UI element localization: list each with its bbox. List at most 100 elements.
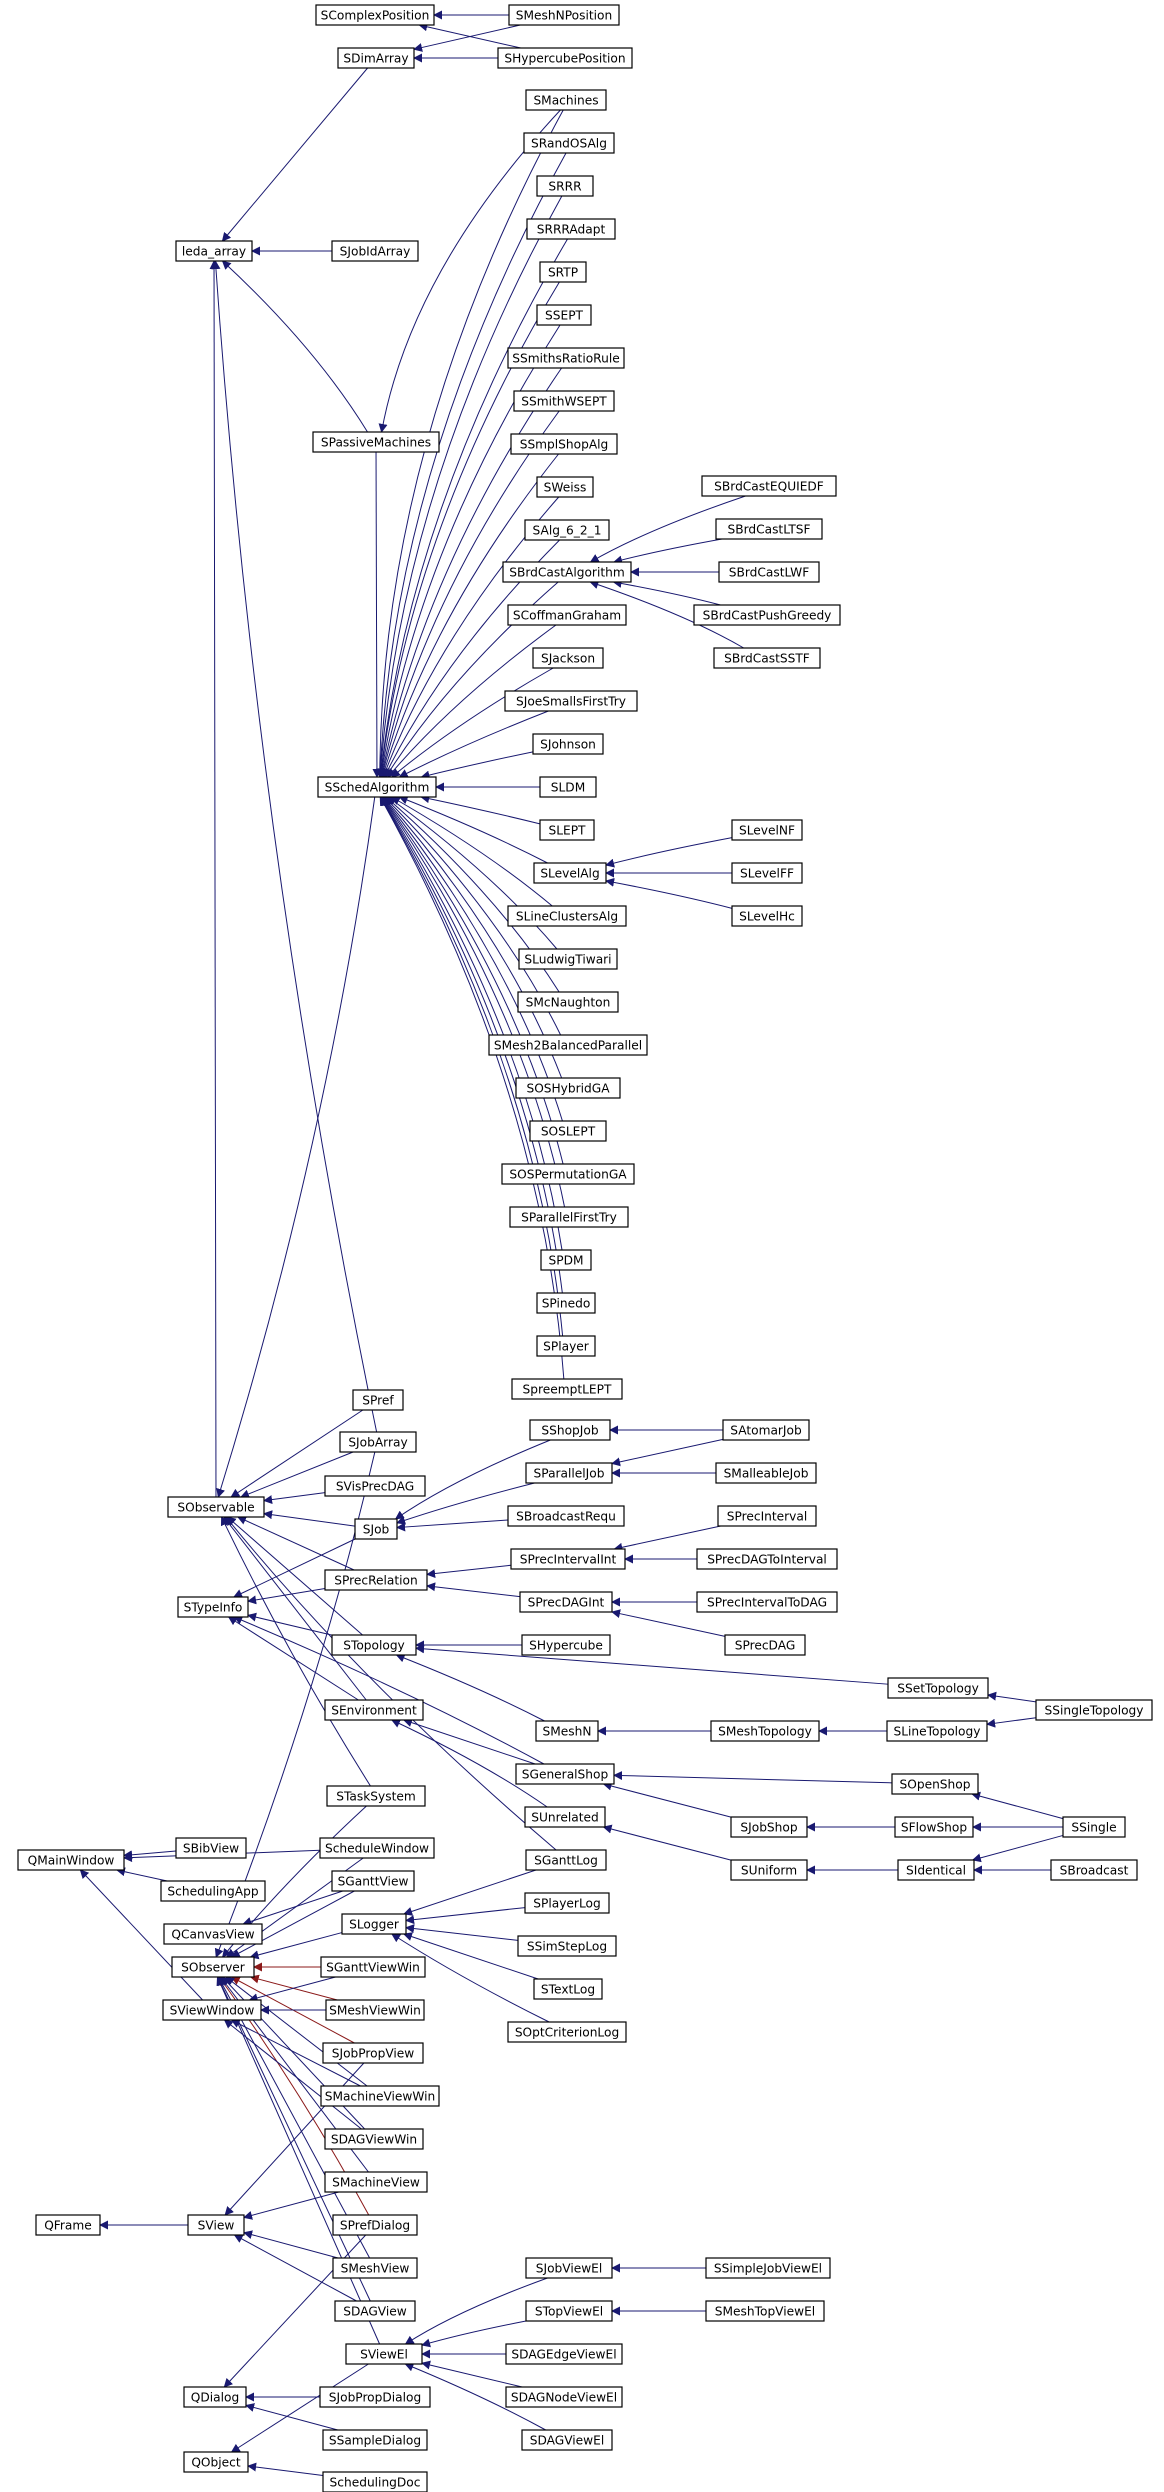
node-stext-log[interactable]: STextLog: [533, 1978, 603, 2000]
node-qframe[interactable]: QFrame: [35, 2214, 101, 2236]
node-stask-system[interactable]: STaskSystem: [326, 1785, 426, 1807]
node-ssample-dialog[interactable]: SSampleDialog: [322, 2429, 428, 2451]
node-srrradapt[interactable]: SRRRAdapt: [526, 218, 616, 240]
node-ssmith-wsept[interactable]: SSmithWSEPT: [513, 390, 615, 412]
node-sbroadcast[interactable]: SBroadcast: [1050, 1859, 1138, 1881]
node-scheduling-app[interactable]: SchedulingApp: [160, 1880, 266, 1902]
node-qmain-window[interactable]: QMainWindow: [17, 1849, 125, 1871]
node-sbrd-cast-push-greedy[interactable]: SBrdCastPushGreedy: [693, 604, 841, 626]
node-sdagview-win[interactable]: SDAGViewWin: [324, 2128, 424, 2150]
node-ssingle[interactable]: SSingle: [1062, 1816, 1126, 1838]
node-splayer-log[interactable]: SPlayerLog: [524, 1892, 610, 1914]
node-sparallel-first-try[interactable]: SParallelFirstTry: [509, 1206, 629, 1228]
node-sview-window[interactable]: SViewWindow: [162, 1999, 262, 2021]
node-sludwig-tiwari[interactable]: SLudwigTiwari: [518, 948, 618, 970]
node-smesh-view-win[interactable]: SMeshViewWin: [325, 1999, 425, 2021]
node-sbrd-cast-sstf[interactable]: SBrdCastSSTF: [713, 647, 821, 669]
node-sprec-interval-int[interactable]: SPrecIntervalInt: [510, 1548, 626, 1570]
node-ssched-algorithm[interactable]: SSchedAlgorithm: [317, 776, 437, 798]
node-srand-osalg[interactable]: SRandOSAlg: [523, 132, 615, 154]
node-smesh2balanced-parallel[interactable]: SMesh2BalancedParallel: [488, 1034, 648, 1056]
node-smesh-n[interactable]: SMeshN: [535, 1720, 599, 1742]
node-smachines[interactable]: SMachines: [525, 89, 607, 111]
node-sbrd-cast-equiedf[interactable]: SBrdCastEQUIEDF: [701, 475, 837, 497]
node-sshop-job[interactable]: SShopJob: [529, 1419, 611, 1441]
node-sline-topology[interactable]: SLineTopology: [886, 1720, 988, 1742]
node-sview-el[interactable]: SViewEl: [345, 2343, 423, 2365]
node-scoffman-graham[interactable]: SCoffmanGraham: [507, 604, 627, 626]
node-spref-dialog[interactable]: SPrefDialog: [332, 2214, 418, 2236]
node-smachine-view[interactable]: SMachineView: [324, 2171, 428, 2193]
node-sparallel-job[interactable]: SParallelJob: [525, 1462, 613, 1484]
node-smesh-topology[interactable]: SMeshTopology: [710, 1720, 820, 1742]
node-smesh-top-view-el[interactable]: SMeshTopViewEl: [705, 2300, 825, 2322]
node-satomar-job[interactable]: SAtomarJob: [722, 1419, 810, 1441]
node-sjob-array[interactable]: SJobArray: [339, 1431, 417, 1453]
node-scomplex-position[interactable]: SComplexPosition: [315, 4, 435, 26]
node-soshybrid-ga[interactable]: SOSHybridGA: [515, 1077, 621, 1099]
node-splayer[interactable]: SPlayer: [536, 1335, 596, 1357]
node-ssimple-job-view-el[interactable]: SSimpleJobViewEl: [705, 2257, 831, 2279]
node-stop-view-el[interactable]: STopViewEl: [525, 2300, 613, 2322]
node-spinedo[interactable]: SPinedo: [536, 1292, 596, 1314]
node-sprec-dag[interactable]: SPrecDAG: [724, 1634, 806, 1656]
node-ssingle-topology[interactable]: SSingleTopology: [1035, 1699, 1153, 1721]
node-stopology[interactable]: STopology: [331, 1634, 417, 1656]
node-suniform[interactable]: SUniform: [730, 1859, 808, 1881]
node-senvironment[interactable]: SEnvironment: [324, 1699, 424, 1721]
node-sidentical[interactable]: SIdentical: [897, 1859, 975, 1881]
node-svis-prec-dag[interactable]: SVisPrecDAG: [324, 1475, 426, 1497]
node-slevel-ff[interactable]: SLevelFF: [731, 862, 803, 884]
node-sdagview[interactable]: SDAGView: [334, 2300, 416, 2322]
node-srtp[interactable]: SRTP: [539, 261, 587, 283]
node-sbroadcast-requ[interactable]: SBroadcastRequ: [507, 1505, 625, 1527]
node-sbrd-cast-algorithm[interactable]: SBrdCastAlgorithm: [502, 561, 632, 583]
node-sbib-view[interactable]: SBibView: [175, 1837, 247, 1859]
node-shypercube-position[interactable]: SHypercubePosition: [497, 47, 633, 69]
node-sjoe-smalls-first-try[interactable]: SJoeSmallsFirstTry: [504, 690, 638, 712]
node-smc-naughton[interactable]: SMcNaughton: [517, 991, 619, 1013]
node-spassive-machines[interactable]: SPassiveMachines: [312, 431, 440, 453]
node-sjob-shop[interactable]: SJobShop: [730, 1816, 808, 1838]
node-sjackson[interactable]: SJackson: [532, 647, 604, 669]
node-sjob-prop-view[interactable]: SJobPropView: [322, 2042, 424, 2064]
node-sgantt-view-win[interactable]: SGanttViewWin: [320, 1956, 426, 1978]
node-sprec-relation[interactable]: SPrecRelation: [324, 1569, 428, 1591]
node-sjob[interactable]: SJob: [354, 1518, 398, 1540]
node-spref[interactable]: SPref: [352, 1389, 404, 1411]
node-sgeneral-shop[interactable]: SGeneralShop: [515, 1763, 615, 1785]
node-sobserver[interactable]: SObserver: [171, 1956, 255, 1978]
node-sgantt-log[interactable]: SGanttLog: [525, 1849, 607, 1871]
node-sdim-array[interactable]: SDimArray: [337, 47, 415, 69]
node-sgantt-view[interactable]: SGanttView: [331, 1870, 415, 1892]
node-stype-info[interactable]: STypeInfo: [177, 1596, 249, 1618]
node-smesh-nposition[interactable]: SMeshNPosition: [508, 4, 620, 26]
node-sjohnson[interactable]: SJohnson: [532, 733, 604, 755]
node-ssim-step-log[interactable]: SSimStepLog: [517, 1935, 617, 1957]
node-smachine-view-win[interactable]: SMachineViewWin: [320, 2085, 440, 2107]
node-slevel-nf[interactable]: SLevelNF: [731, 819, 803, 841]
node-sjob-id-array[interactable]: SJobIdArray: [331, 240, 419, 262]
node-slept[interactable]: SLEPT: [539, 819, 595, 841]
node-shypercube[interactable]: SHypercube: [521, 1634, 611, 1656]
node-sjob-view-el[interactable]: SJobViewEl: [525, 2257, 613, 2279]
node-spdm[interactable]: SPDM: [540, 1249, 592, 1271]
node-sjob-prop-dialog[interactable]: SJobPropDialog: [319, 2386, 431, 2408]
node-qobject[interactable]: QObject: [183, 2451, 249, 2473]
node-sview[interactable]: SView: [187, 2214, 245, 2236]
node-scheduling-doc[interactable]: SchedulingDoc: [322, 2471, 428, 2492]
node-sobservable[interactable]: SObservable: [167, 1496, 265, 1518]
node-sprec-dagint[interactable]: SPrecDAGInt: [519, 1591, 613, 1613]
node-schedule-window[interactable]: ScheduleWindow: [319, 1837, 435, 1859]
node-soslept[interactable]: SOSLEPT: [529, 1120, 607, 1142]
node-sweiss[interactable]: SWeiss: [536, 476, 594, 498]
node-sospermutation-ga[interactable]: SOSPermutationGA: [501, 1163, 635, 1185]
node-slevel-hc[interactable]: SLevelHc: [731, 905, 803, 927]
node-sdagnode-view-el[interactable]: SDAGNodeViewEl: [505, 2386, 623, 2408]
node-sbrd-cast-lwf[interactable]: SBrdCastLWF: [718, 561, 820, 583]
node-srrr[interactable]: SRRR: [536, 175, 594, 197]
node-sprec-dagto-interval[interactable]: SPrecDAGToInterval: [696, 1548, 838, 1570]
node-qdialog[interactable]: QDialog: [183, 2386, 247, 2408]
node-sflow-shop[interactable]: SFlowShop: [894, 1816, 974, 1838]
node-sline-clusters-alg[interactable]: SLineClustersAlg: [507, 905, 627, 927]
